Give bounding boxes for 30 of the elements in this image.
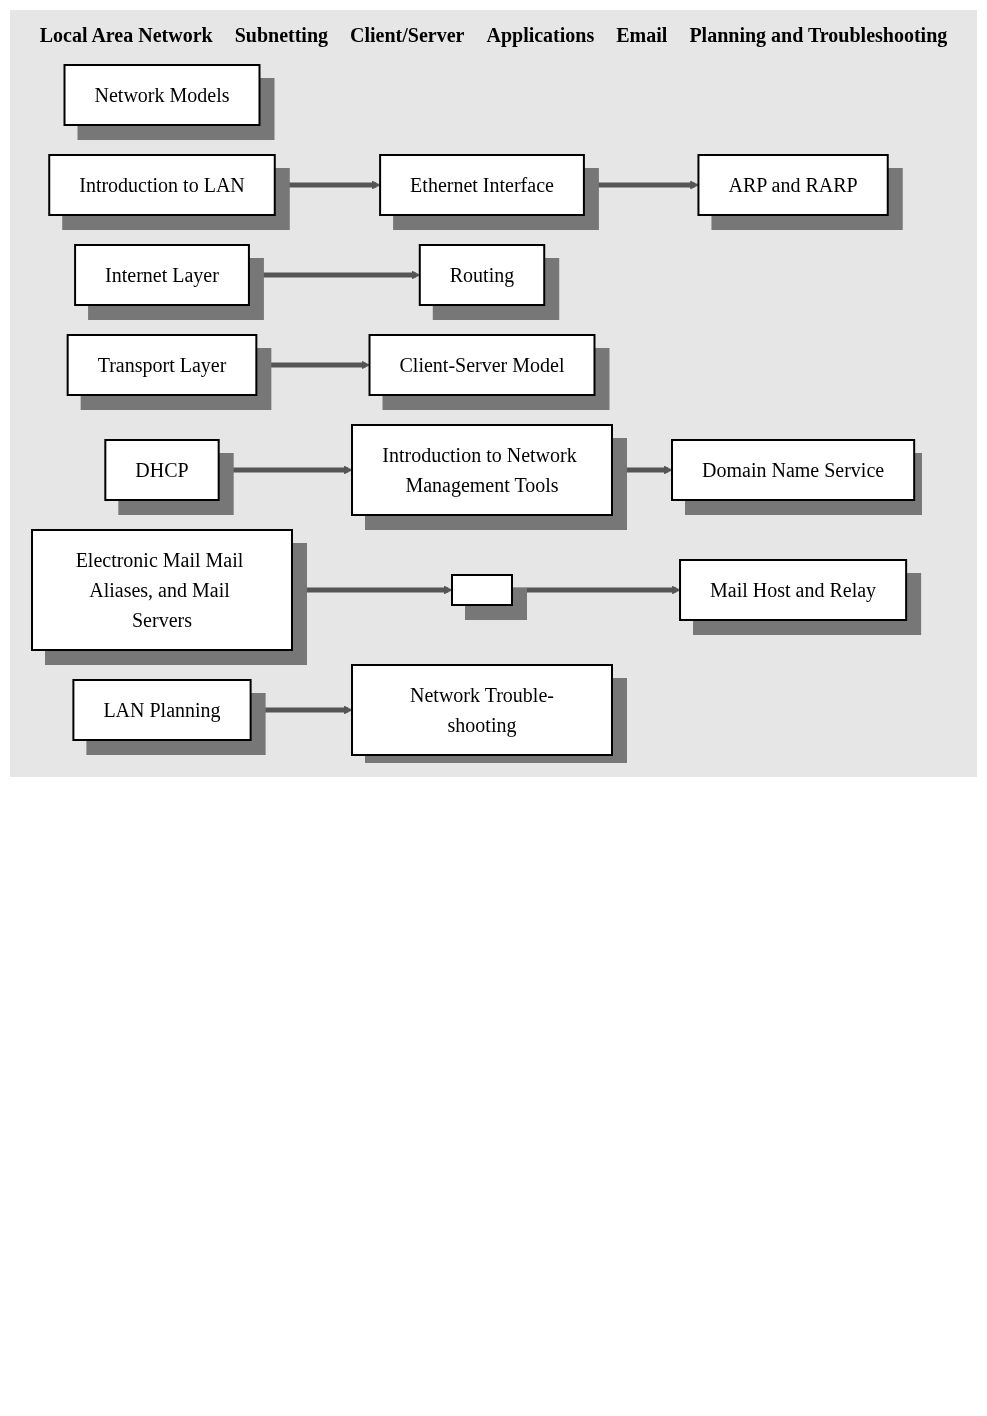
- node-box: DHCP: [104, 439, 220, 501]
- node-box: Internet Layer: [74, 244, 250, 306]
- section-heading: Email: [616, 24, 668, 47]
- node-box: Network Trouble-shooting: [351, 664, 613, 756]
- node-box: Introduction to Network Management Tools: [351, 424, 613, 516]
- arrow: [512, 585, 681, 595]
- node-box: Network Models: [63, 64, 261, 126]
- node-box: Introduction to LAN: [48, 154, 276, 216]
- node-box: ARP and RARP: [697, 154, 889, 216]
- node-box: Domain Name Service: [671, 439, 916, 501]
- node-box: Transport Layer: [66, 334, 258, 396]
- node-box: Electronic Mail Mail Aliases, and Mail Servers: [31, 529, 293, 651]
- section-heading: Applications: [486, 24, 595, 47]
- arrow: [274, 180, 381, 190]
- section-heading: Local Area Network: [39, 24, 213, 47]
- arrow: [250, 705, 353, 715]
- node-box: LAN Planning: [72, 679, 252, 741]
- section-heading: Planning and Troubleshooting: [689, 24, 948, 47]
- node-box: Routing: [418, 244, 546, 306]
- section-heading: Client/Server: [350, 24, 465, 47]
- arrow: [583, 180, 699, 190]
- node-box: Client-Server Model: [368, 334, 596, 396]
- arrow: [292, 585, 453, 595]
- arrow: [612, 465, 673, 475]
- node-box: Mail Host and Relay: [679, 559, 908, 621]
- node-box: [451, 574, 513, 606]
- section-heading: Subnetting: [234, 24, 329, 47]
- node-box: Ethernet Interface: [379, 154, 585, 216]
- arrow: [256, 360, 370, 370]
- arrow: [218, 465, 353, 475]
